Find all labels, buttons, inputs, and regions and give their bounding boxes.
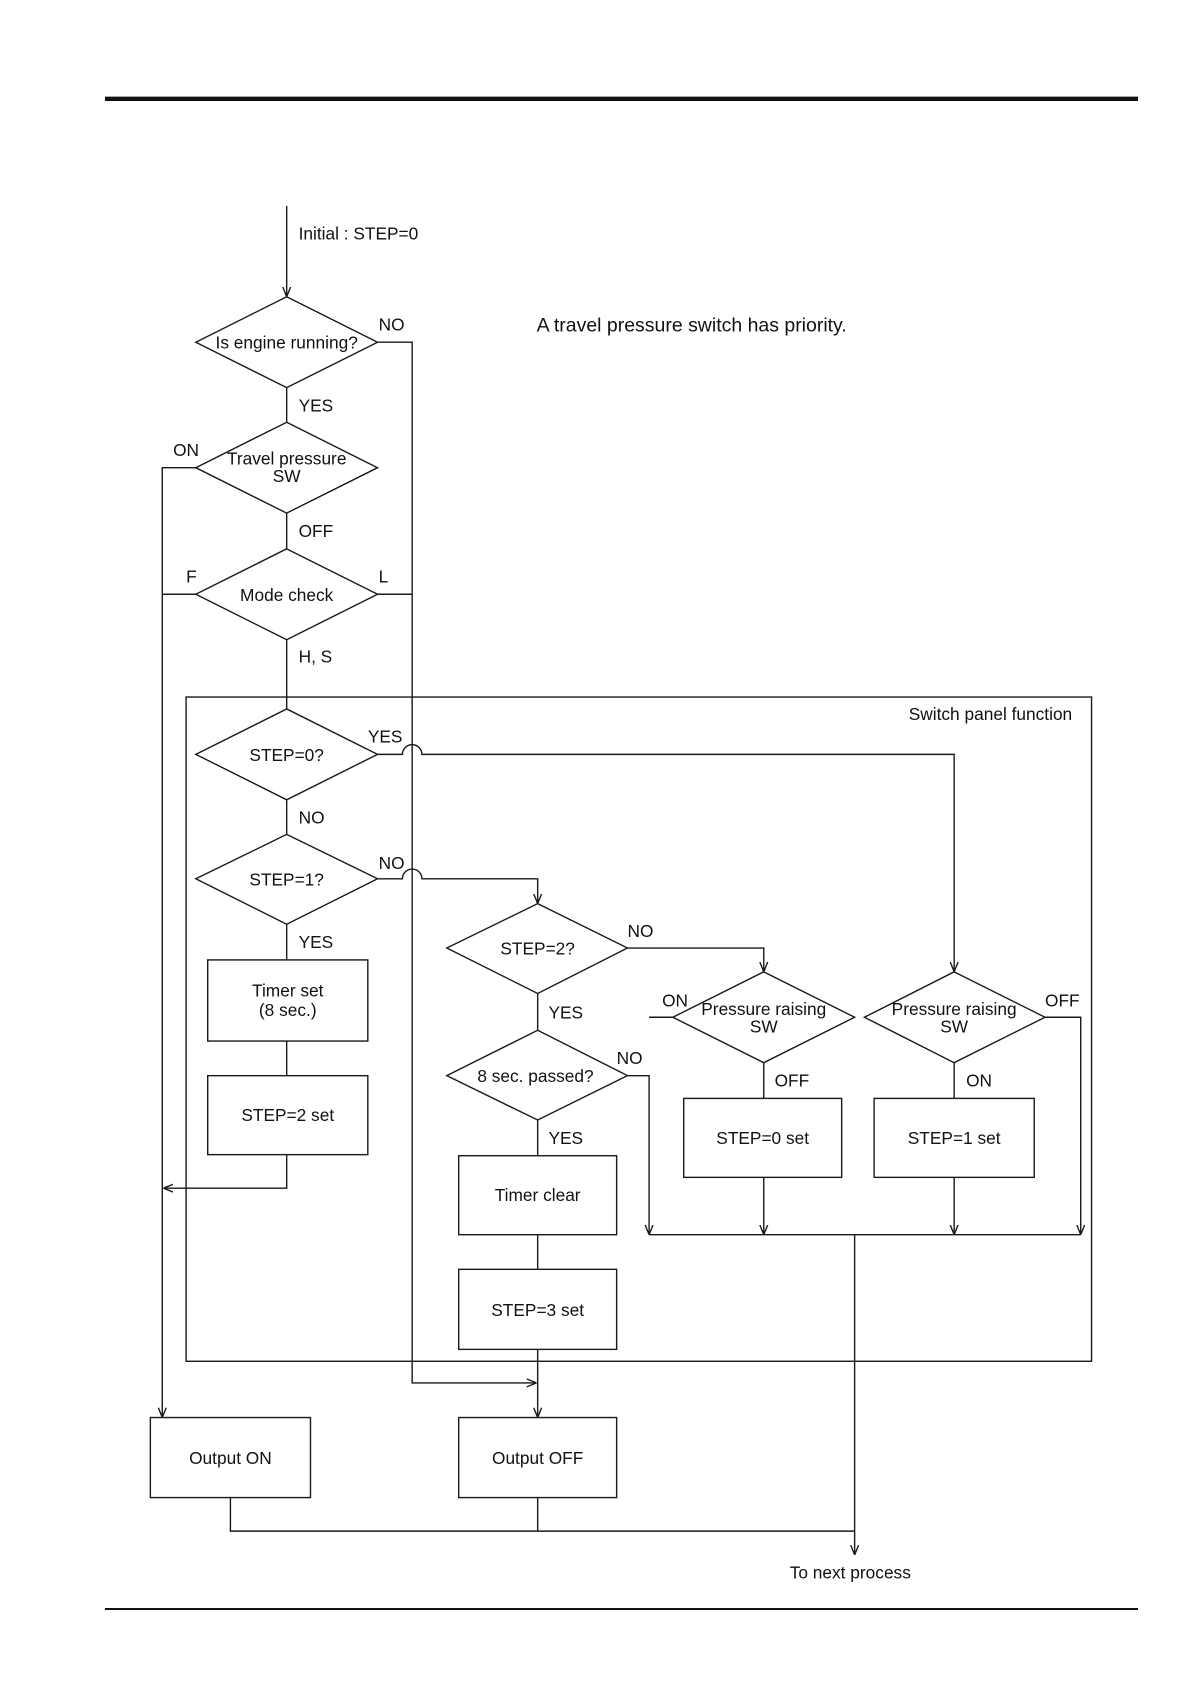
pressure-raising-left-label-2: SW	[750, 1016, 779, 1036]
travel-on-label: ON	[173, 440, 199, 460]
step3-set-box	[457, 1268, 618, 1351]
timer-passed-no-label: NO	[617, 1048, 643, 1068]
step0-label: STEP=0?	[249, 745, 324, 765]
step0-set-box	[683, 1097, 843, 1179]
step2-no-connector	[627, 947, 763, 972]
switch-panel-label: Switch panel function	[909, 704, 1072, 724]
timer-clear-label: Timer clear	[495, 1185, 581, 1205]
travel-on-connector	[162, 466, 196, 1418]
engine-no-label: NO	[379, 314, 405, 334]
step1-no-connector	[377, 868, 538, 904]
switch-panel-frame	[185, 696, 1093, 1362]
step1-set-label: STEP=1 set	[908, 1128, 1001, 1148]
engine-running-label: Is engine running?	[216, 333, 358, 353]
output-on-box	[149, 1416, 312, 1499]
pressure-raising-right-off-connector	[1045, 1016, 1081, 1235]
mode-hs-label: H, S	[299, 646, 333, 666]
step0-no-label: NO	[299, 808, 325, 828]
step2-set-connector	[163, 1154, 288, 1189]
step1-set-box	[873, 1097, 1035, 1179]
start-label: Initial : STEP=0	[299, 223, 419, 243]
pressure-raising-left-label-1: Pressure raising	[701, 999, 826, 1019]
pressure-raising-right-on-label: ON	[966, 1070, 992, 1090]
step2-set-box	[207, 1074, 369, 1156]
travel-pressure-label-1: Travel pressure	[227, 448, 347, 468]
timer-passed-no-connector	[627, 1074, 649, 1235]
engine-no-connector	[377, 341, 537, 1383]
step1-label: STEP=1?	[249, 869, 324, 889]
step2-yes-label: YES	[548, 1002, 583, 1022]
step2-set-label: STEP=2 set	[241, 1105, 334, 1125]
mode-f-label: F	[186, 566, 197, 586]
pressure-raising-left-off-label: OFF	[775, 1070, 810, 1090]
step0-set-label: STEP=0 set	[716, 1128, 809, 1148]
pressure-raising-right-off-label: OFF	[1045, 990, 1080, 1010]
step1-yes-label: YES	[299, 932, 334, 952]
mode-check-label: Mode check	[240, 585, 334, 605]
output-join-connector	[229, 1497, 855, 1532]
pressure-raising-left-on-label: ON	[662, 990, 688, 1010]
output-off-label: Output OFF	[492, 1448, 583, 1468]
end-label: To next process	[790, 1563, 911, 1583]
priority-note: A travel pressure switch has priority.	[537, 314, 847, 336]
timer-set-label-1: Timer set	[252, 981, 324, 1001]
travel-pressure-label-2: SW	[273, 466, 302, 486]
step3-set-label: STEP=3 set	[491, 1300, 584, 1320]
pressure-raising-right-label-1: Pressure raising	[892, 999, 1017, 1019]
timer-set-label-2: (8 sec.)	[259, 1000, 317, 1020]
mode-l-label: L	[379, 566, 389, 586]
timer-set-box	[207, 959, 369, 1042]
step0-yes-label: YES	[368, 726, 403, 746]
travel-off-label: OFF	[299, 521, 334, 541]
timer-passed-yes-label: YES	[548, 1128, 583, 1148]
step2-label: STEP=2?	[500, 939, 575, 959]
timer-passed-label: 8 sec. passed?	[477, 1066, 593, 1086]
engine-yes-label: YES	[299, 395, 334, 415]
step2-no-label: NO	[627, 921, 653, 941]
output-on-label: Output ON	[189, 1448, 272, 1468]
step1-no-label: NO	[379, 853, 405, 873]
step0-yes-connector	[377, 743, 955, 972]
pressure-raising-right-label-2: SW	[940, 1016, 969, 1036]
output-off-box	[457, 1416, 618, 1499]
timer-clear-box	[457, 1155, 618, 1236]
